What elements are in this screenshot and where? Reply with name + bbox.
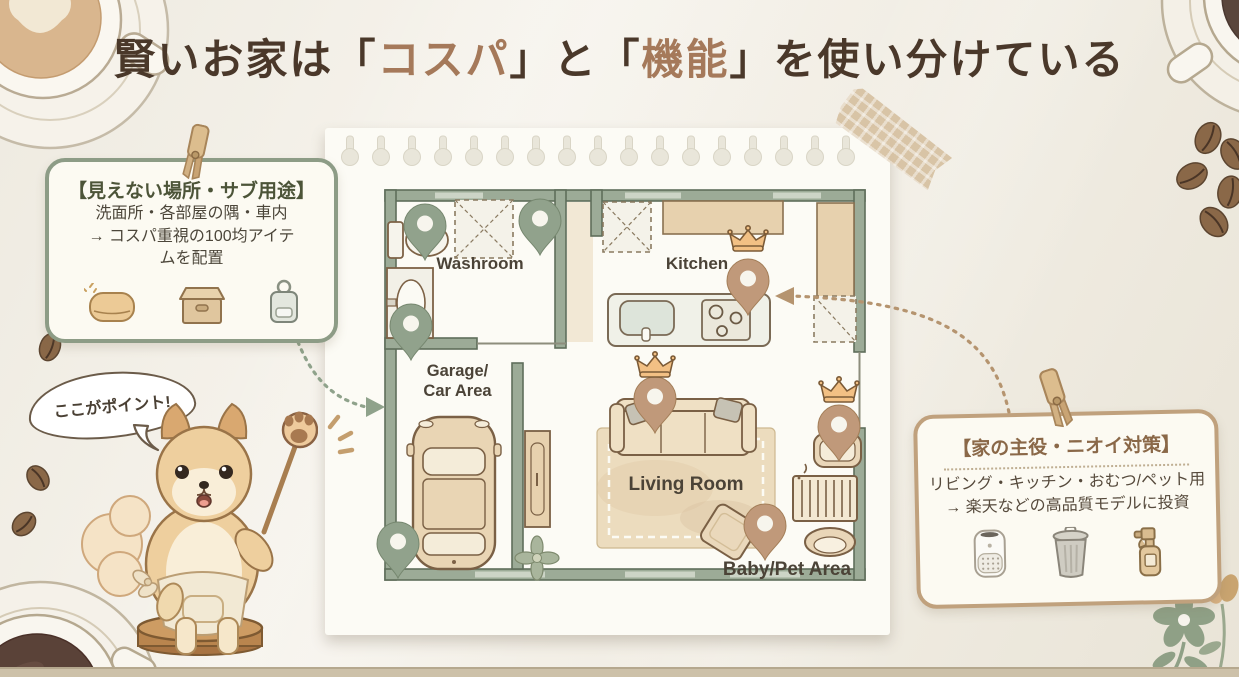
- faucet: [641, 327, 651, 342]
- title-text: と: [553, 35, 598, 84]
- premium-pin-playmat: [743, 503, 787, 561]
- premium-callout-title: 【家の主役・ニオイ対策】: [952, 434, 1181, 461]
- room-label-garage: Garage/ Car Area: [423, 362, 492, 400]
- room-label-kitchen: Kitchen: [665, 254, 729, 273]
- crib: [792, 475, 858, 522]
- title-accent-kinou: 機能: [641, 35, 730, 84]
- speech-bubble-tail: [132, 424, 160, 452]
- budget-callout-title: 【見えない場所・サブ用途】: [67, 181, 315, 202]
- plant-decoration: [514, 535, 560, 581]
- table-edge: [0, 667, 1239, 677]
- crown-icon: [818, 375, 860, 403]
- kitchen-island: [607, 293, 771, 347]
- windows: [435, 192, 821, 578]
- air-purifier-icon: [973, 529, 1006, 579]
- play-mat: [700, 503, 758, 561]
- kitchen-counter-top: [662, 200, 784, 235]
- spray-bottle-icon: [1133, 527, 1161, 577]
- corner-appliance-box: [813, 295, 857, 343]
- room-label-living-room: Living Room: [628, 474, 744, 495]
- budget-callout-line: 洗面所・各部屋の隅・車内: [95, 205, 288, 222]
- budget-callout-line: → コスパ重視の100均アイテ: [88, 227, 295, 245]
- premium-callout-box: 【家の主役・ニオイ対策】 リビング・キッチン・おむつ/ペット用 → 楽天などの高…: [913, 408, 1222, 610]
- crown-icon: [634, 350, 676, 378]
- room-label-baby-pet: Baby/Pet Area: [722, 559, 852, 580]
- kitchen-appliance-box: [602, 201, 652, 253]
- budget-pins: [376, 198, 562, 579]
- dog-mascot: [81, 402, 318, 656]
- coffee-cup-bottom-left: [0, 580, 157, 677]
- trash-can-icon: [1052, 526, 1089, 579]
- page-title: 賢いお家は「コスパ」と「機能」を使い分けている: [0, 26, 1239, 87]
- stove: [701, 299, 751, 341]
- room-label-washroom: Washroom: [436, 254, 524, 273]
- notebook-holes: [341, 135, 855, 166]
- floor-plan-paper: Washroom Kitchen Garage/ Car Area Living…: [325, 128, 890, 635]
- sofa: [609, 397, 757, 456]
- title-text: 賢いお家は: [113, 35, 334, 84]
- pet-bed: [804, 527, 856, 557]
- coffee-cup-top-right: [1160, 0, 1239, 113]
- dog-head: [155, 402, 253, 523]
- latte-cup-top-left: [0, 0, 170, 150]
- storage-box-icon: [178, 287, 225, 325]
- sponge-icon: [83, 283, 135, 323]
- title-accent-cospa: コスパ: [377, 35, 510, 84]
- paw-pad-wand-tip: [281, 411, 318, 449]
- clothespin-icon: [1039, 368, 1074, 428]
- budget-callout-line: ムを配置: [159, 250, 224, 268]
- title-bracket: 「: [333, 35, 378, 84]
- title-text: を使い分けている: [773, 35, 1126, 84]
- cabinet: [524, 430, 551, 528]
- title-bracket: 「: [597, 35, 642, 84]
- title-bracket: 」: [729, 35, 774, 84]
- paw-wand: [261, 441, 299, 535]
- hallway-floor: [567, 202, 593, 342]
- car: [406, 415, 502, 571]
- dog-tail: [81, 495, 151, 597]
- clothespin-icon: [182, 123, 210, 180]
- title-bracket: 」: [509, 35, 554, 84]
- budget-callout-box: 【見えない場所・サブ用途】 洗面所・各部屋の隅・車内 → コスパ重視の100均ア…: [45, 158, 338, 343]
- washing-machine: [454, 199, 514, 259]
- air-freshener-icon: [269, 279, 298, 324]
